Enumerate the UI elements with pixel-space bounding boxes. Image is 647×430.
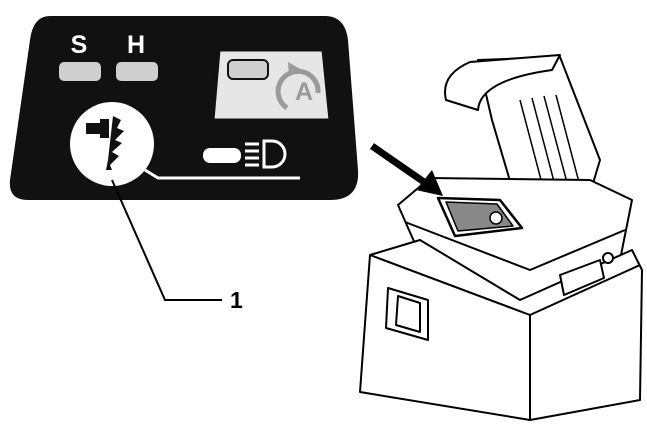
callout-leader: [111, 179, 222, 301]
auto-mode-letter: A: [295, 78, 313, 106]
pointer-arrow: [370, 143, 443, 196]
tool-drawing: [359, 54, 643, 421]
control-panel: S H A: [9, 16, 359, 200]
mode-s-indicator[interactable]: [59, 62, 101, 81]
latch-screw: [602, 252, 614, 264]
light-bulb-icon: [245, 139, 287, 169]
hand-grip: [444, 54, 561, 111]
light-button[interactable]: [436, 196, 524, 238]
callout-1: 1: [111, 179, 243, 313]
battery-slot: [385, 287, 429, 341]
auto-cycle-icon: A: [275, 62, 321, 111]
battery-latch: [559, 259, 605, 296]
battery-slot-inner: [395, 295, 421, 333]
callout-number: 1: [230, 287, 243, 313]
tool-mode-icon: [70, 102, 154, 186]
auto-mode-box[interactable]: A: [211, 48, 332, 122]
auto-mode-indicator[interactable]: [227, 59, 269, 80]
mode-label-h: H: [127, 31, 145, 59]
light-indicator[interactable]: [203, 148, 241, 163]
tool-base-rim: [404, 221, 626, 271]
panel-underline: [144, 168, 300, 180]
light-button-dot: [489, 211, 503, 225]
mode-label-s: S: [71, 31, 88, 59]
mode-h-indicator[interactable]: [116, 62, 158, 81]
